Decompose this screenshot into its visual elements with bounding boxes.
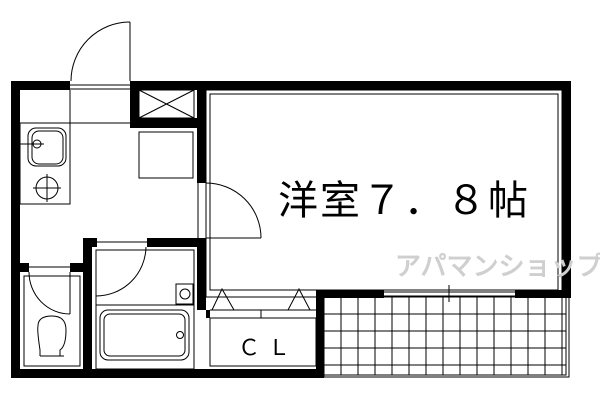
refrigerator-space	[138, 131, 194, 179]
entrance-door	[70, 21, 131, 90]
closet-label: ＣＬ	[238, 336, 299, 361]
room-label: 洋室７．８帖	[278, 178, 530, 224]
bathroom	[95, 241, 195, 370]
closet	[209, 287, 317, 367]
storage-box	[138, 89, 195, 119]
kitchen	[19, 90, 194, 205]
watermark-logo: アパマンショップ	[395, 252, 600, 282]
toilet	[23, 266, 81, 367]
room-door	[197, 182, 262, 239]
balcony	[323, 285, 570, 378]
walls	[11, 81, 571, 378]
western-room	[209, 93, 559, 291]
